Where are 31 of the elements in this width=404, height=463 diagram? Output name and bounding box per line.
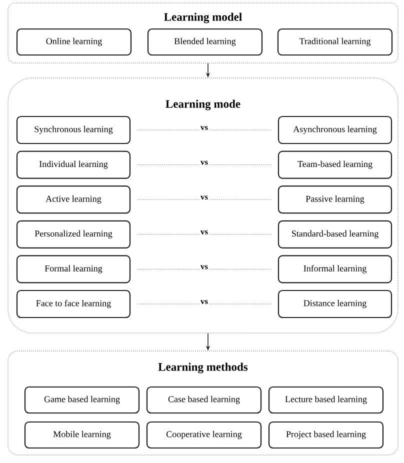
rounded-box: Team-based learning xyxy=(278,150,392,179)
connector-line xyxy=(137,269,272,270)
edge-label: vs xyxy=(199,125,210,132)
edge-label: vs xyxy=(199,194,210,201)
edge-label: vs xyxy=(199,264,210,270)
rounded-box: Blended learning xyxy=(147,28,263,56)
rounded-box: Project based learning xyxy=(268,421,384,449)
rounded-box: Individual learning xyxy=(16,150,131,179)
connector-line xyxy=(137,234,272,235)
rounded-box: Passive learning xyxy=(278,186,392,214)
rounded-box: Game based learning xyxy=(24,386,140,414)
rounded-box: Mobile learning xyxy=(24,421,140,449)
edge-label: vs xyxy=(199,160,210,166)
rounded-box: Cooperative learning xyxy=(146,421,262,449)
connector-line xyxy=(137,199,272,200)
edge-label: vs xyxy=(199,229,210,236)
rounded-box: Online learning xyxy=(16,28,132,56)
rounded-box: Active learning xyxy=(16,186,131,214)
rounded-box: Informal learning xyxy=(278,255,392,284)
rounded-box: Standard-based learning xyxy=(278,220,392,248)
rounded-box: Traditional learning xyxy=(277,28,393,56)
connector-line xyxy=(137,164,272,165)
rounded-box: Lecture based learning xyxy=(268,386,384,414)
rounded-box: Distance learning xyxy=(278,290,392,318)
rounded-box: Personalized learning xyxy=(16,220,131,248)
rounded-box: Synchronous learning xyxy=(16,116,131,144)
edge-label: vs xyxy=(199,299,210,306)
rounded-box: Face to face learning xyxy=(16,290,131,318)
rounded-box: Case based learning xyxy=(146,386,262,414)
rounded-box: Formal learning xyxy=(16,255,131,284)
rounded-box: Asynchronous learning xyxy=(278,116,392,144)
